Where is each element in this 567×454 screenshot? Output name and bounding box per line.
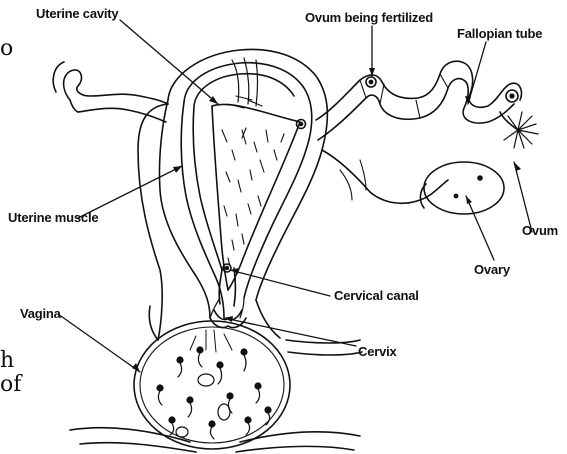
label-uterine-muscle: Uterine muscle	[8, 210, 98, 225]
right-fallopian-tube	[316, 61, 522, 203]
leader-fallopian-tube	[468, 42, 486, 104]
ovum-in-tube	[366, 77, 376, 87]
left-fallopian-tube	[53, 62, 168, 122]
sperm-cells	[157, 330, 271, 439]
uterine-muscle-layer	[181, 63, 312, 318]
fimbriae	[500, 90, 538, 148]
label-ovum-being-fertilized: Ovum being fertilized	[305, 10, 433, 25]
fertilized-ovum-in-uterus	[297, 120, 306, 129]
leader-cervix	[224, 318, 356, 346]
label-cervix: Cervix	[358, 344, 397, 359]
label-cervical-canal: Cervical canal	[334, 288, 419, 303]
label-fallopian-tube: Fallopian tube	[457, 26, 542, 41]
leader-ovum	[514, 162, 532, 232]
label-vagina: Vagina	[20, 306, 61, 321]
vagina	[70, 321, 362, 452]
cropped-text-line-1: h	[0, 348, 14, 373]
leader-ovary	[466, 196, 494, 260]
label-ovary: Ovary	[474, 262, 510, 277]
leader-lines	[58, 20, 532, 372]
label-uterine-cavity: Uterine cavity	[36, 6, 118, 21]
cropped-text-top: o	[0, 36, 13, 61]
leader-vagina	[58, 314, 140, 372]
uterine-cavity	[212, 58, 300, 290]
label-ovum: Ovum	[522, 223, 558, 238]
uterus-outline	[138, 49, 327, 340]
ovary	[420, 162, 504, 214]
cropped-text-line-2: of	[0, 372, 21, 397]
